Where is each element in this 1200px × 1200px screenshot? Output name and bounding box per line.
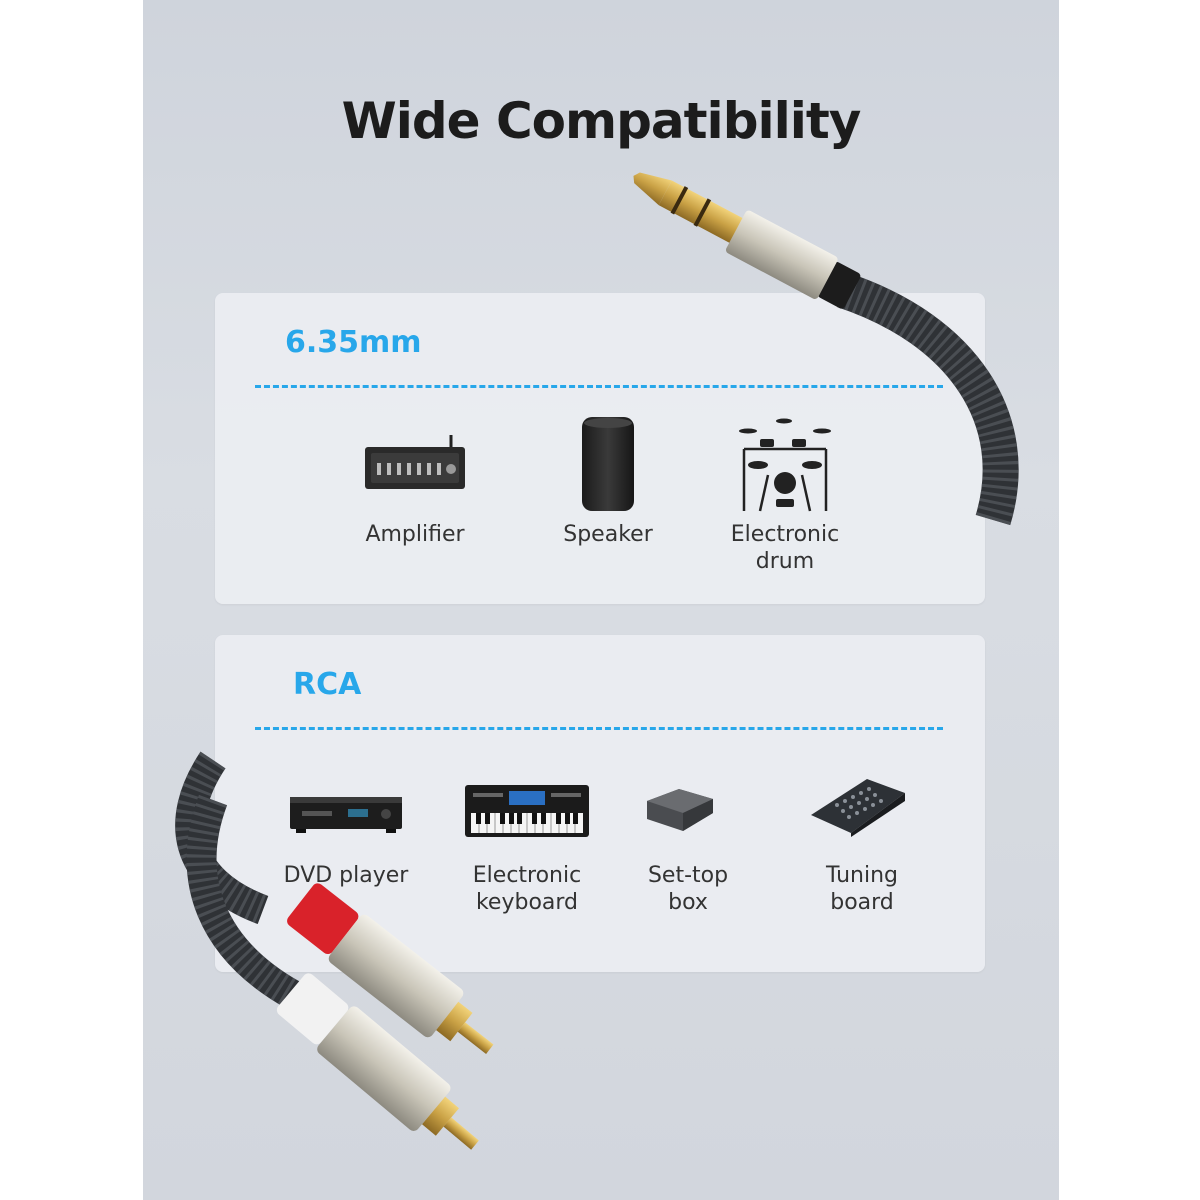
drum-kit-icon	[738, 415, 832, 515]
section-heading: RCA	[293, 667, 362, 702]
page-title: Wide Compatibility	[341, 92, 862, 150]
section-divider	[255, 727, 943, 730]
compat-item-amplifier: Amplifier	[365, 522, 465, 547]
compat-item-tuning-board: Tuning board	[825, 863, 898, 915]
6-35mm-plug-icon	[633, 172, 861, 309]
speaker-icon	[580, 415, 636, 513]
keyboard-icon	[463, 783, 591, 839]
section-6-35mm-card: 6.35mm Amplifier	[215, 293, 985, 604]
dvd-player-icon	[288, 791, 404, 835]
compat-item-set-top-box: Set-top box	[647, 863, 729, 915]
amplifier-icon	[363, 433, 467, 493]
section-heading: 6.35mm	[285, 325, 422, 360]
set-top-box-icon	[639, 783, 719, 839]
section-divider	[255, 385, 943, 388]
compat-item-electronic-keyboard: Electronic keyboard	[472, 863, 582, 915]
compat-item-speaker: Speaker	[563, 522, 653, 547]
compat-item-dvd-player: DVD player	[283, 863, 409, 888]
section-rca-card: RCA DVD player	[215, 635, 985, 972]
mixer-icon	[807, 775, 907, 837]
rca-white-plug-icon	[276, 973, 479, 1150]
compat-item-electronic-drum: Electronic drum	[730, 522, 840, 574]
product-canvas: Wide Compatibility 6.35mm Amplifier	[143, 0, 1059, 1200]
